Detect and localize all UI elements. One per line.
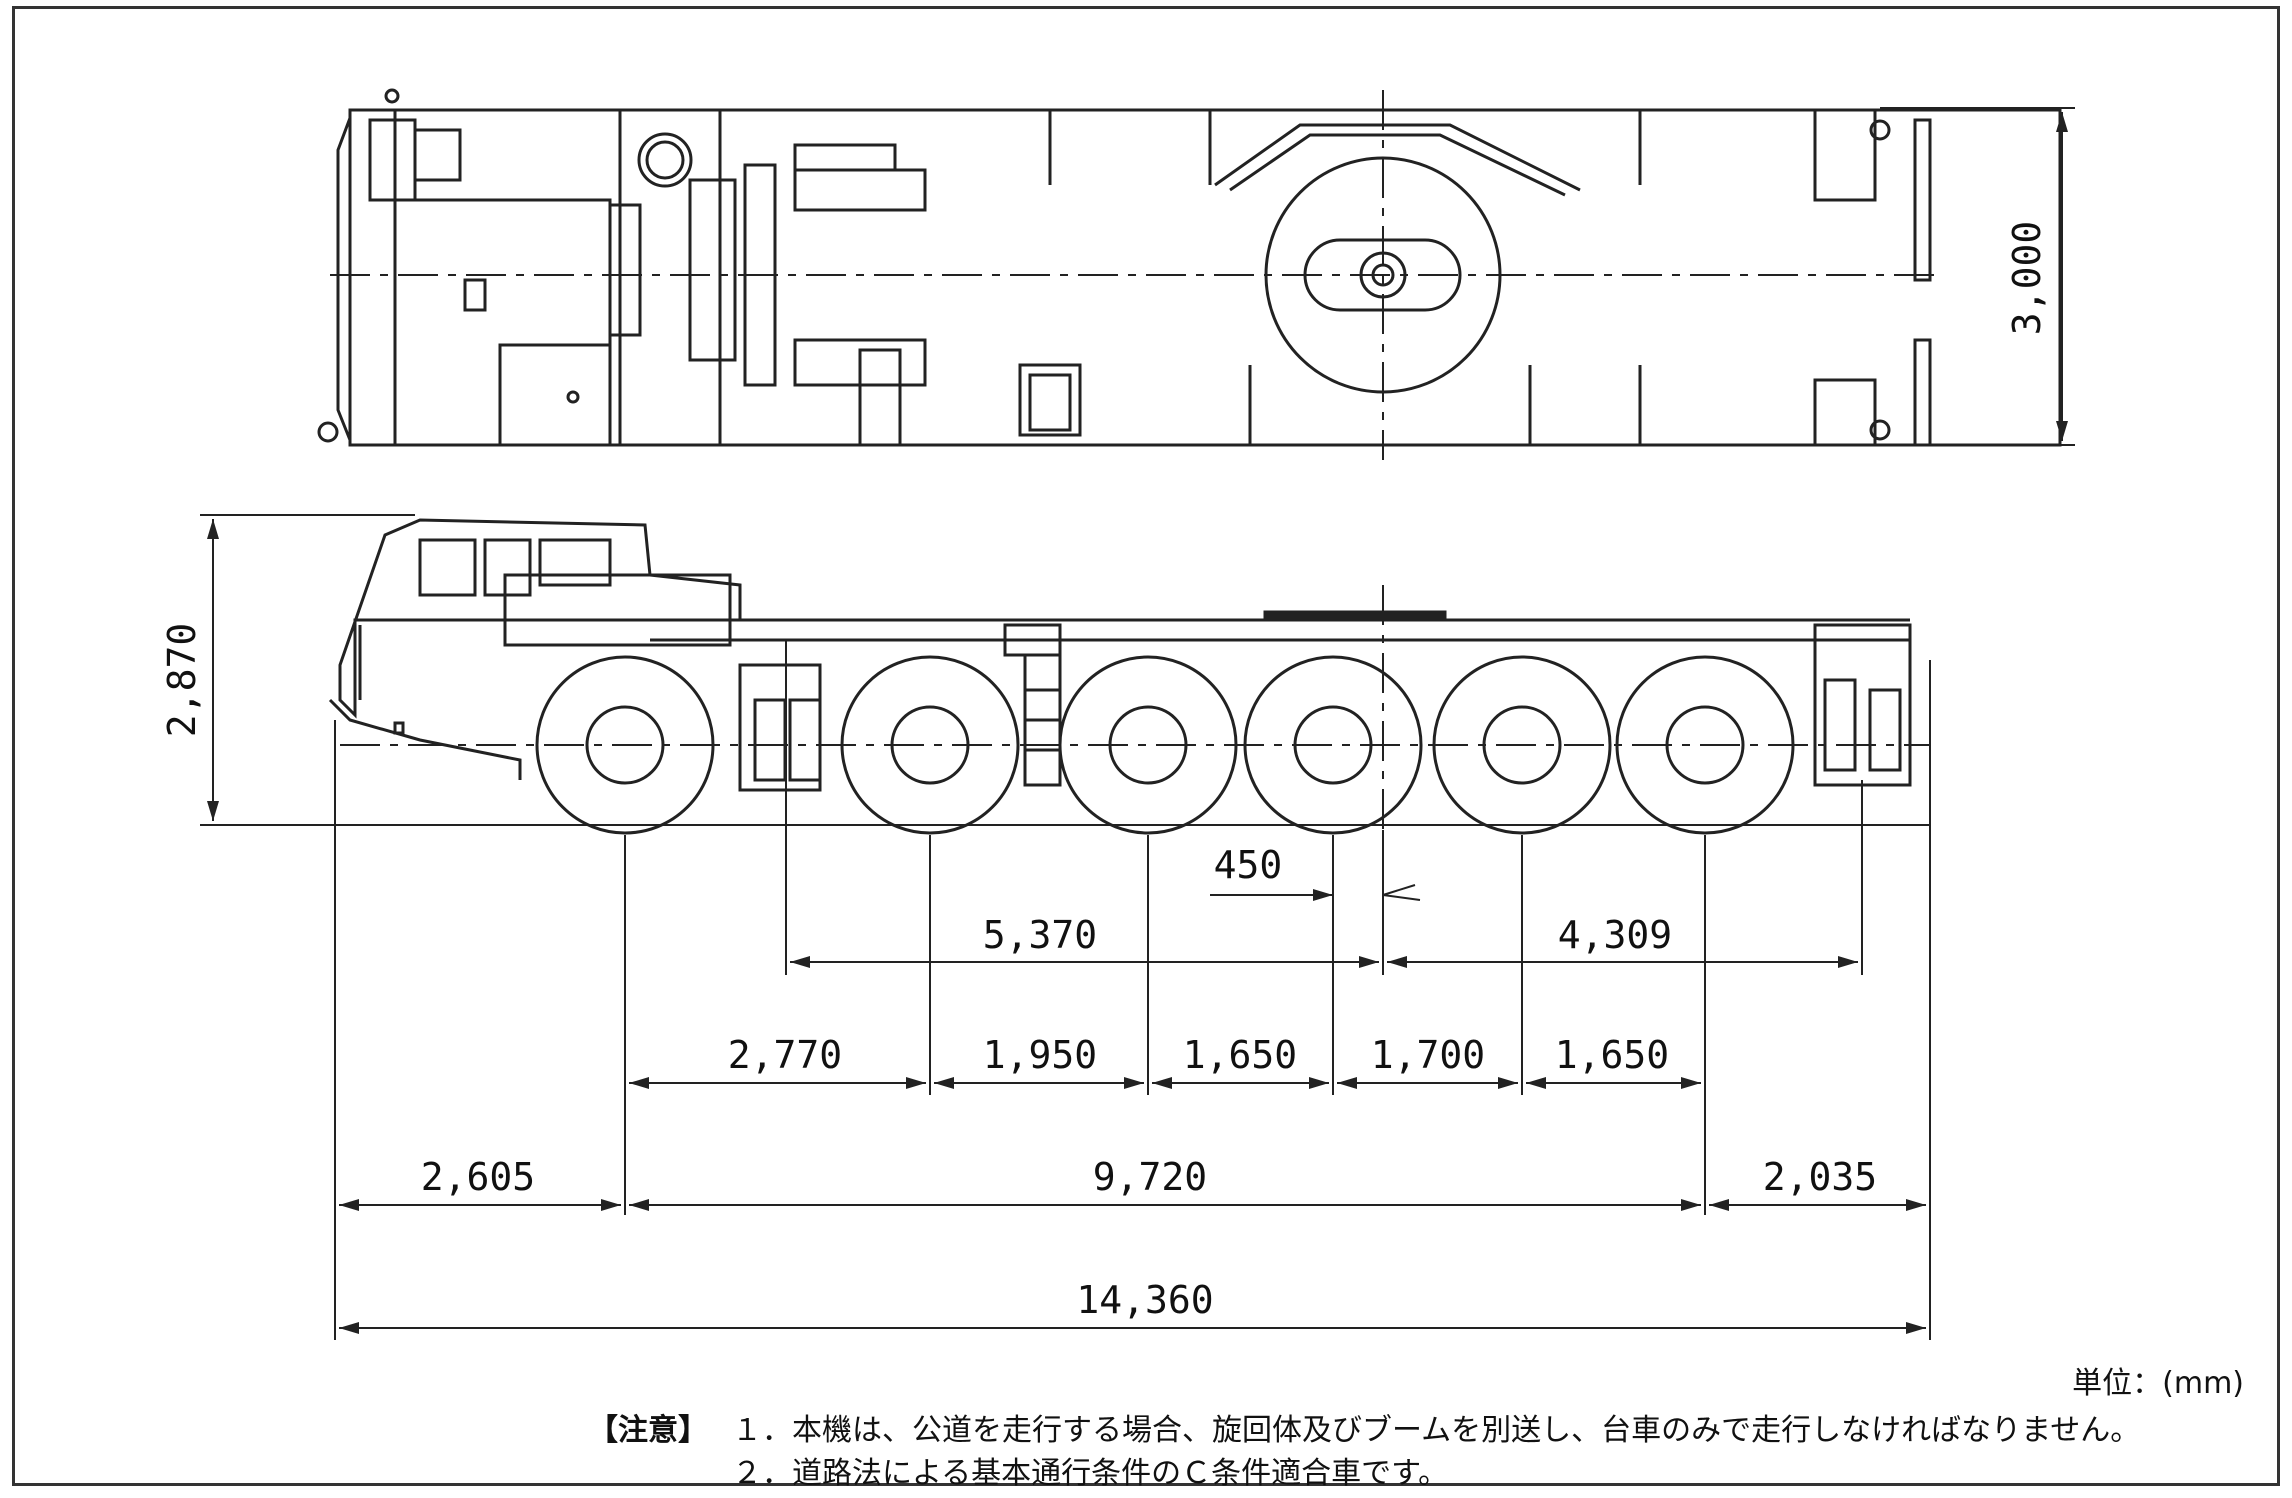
top-view: 3,000 [317, 88, 2075, 460]
note-item-2: ２．道路法による基本通行条件のＣ条件適合車です。 [732, 1456, 1449, 1491]
dim-2770: 2,770 [728, 1033, 842, 1077]
dim-2035: 2,035 [1763, 1155, 1877, 1199]
dim-450: 450 [1214, 843, 1283, 887]
side-view: 2,870 [160, 514, 1930, 835]
dim-9720: 9,720 [1093, 1155, 1207, 1199]
dim-5370: 5,370 [983, 913, 1097, 957]
dimension-labels: 450 5,370 4,309 2,770 1,950 1,650 1,700 … [421, 843, 1877, 1322]
dim-2605: 2,605 [421, 1155, 535, 1199]
dimension-lines [334, 640, 1931, 1340]
dim-1700: 1,700 [1371, 1033, 1485, 1077]
dim-width: 3,000 [2005, 221, 2049, 335]
dim-4309: 4,309 [1558, 913, 1672, 957]
unit-label: 単位：(mm) [2072, 1366, 2244, 1401]
note-item-1: １．本機は、公道を走行する場合、旋回体及びブームを別送し、台車のみで走行しなけれ… [732, 1413, 2141, 1448]
dim-height: 2,870 [160, 623, 204, 737]
drawing-frame [12, 6, 2280, 1486]
notes-label: 【注意】 [588, 1413, 708, 1448]
dim-14360: 14,360 [1076, 1278, 1213, 1322]
dim-1650-b: 1,650 [1555, 1033, 1669, 1077]
dim-1950: 1,950 [983, 1033, 1097, 1077]
dim-1650-a: 1,650 [1183, 1033, 1297, 1077]
